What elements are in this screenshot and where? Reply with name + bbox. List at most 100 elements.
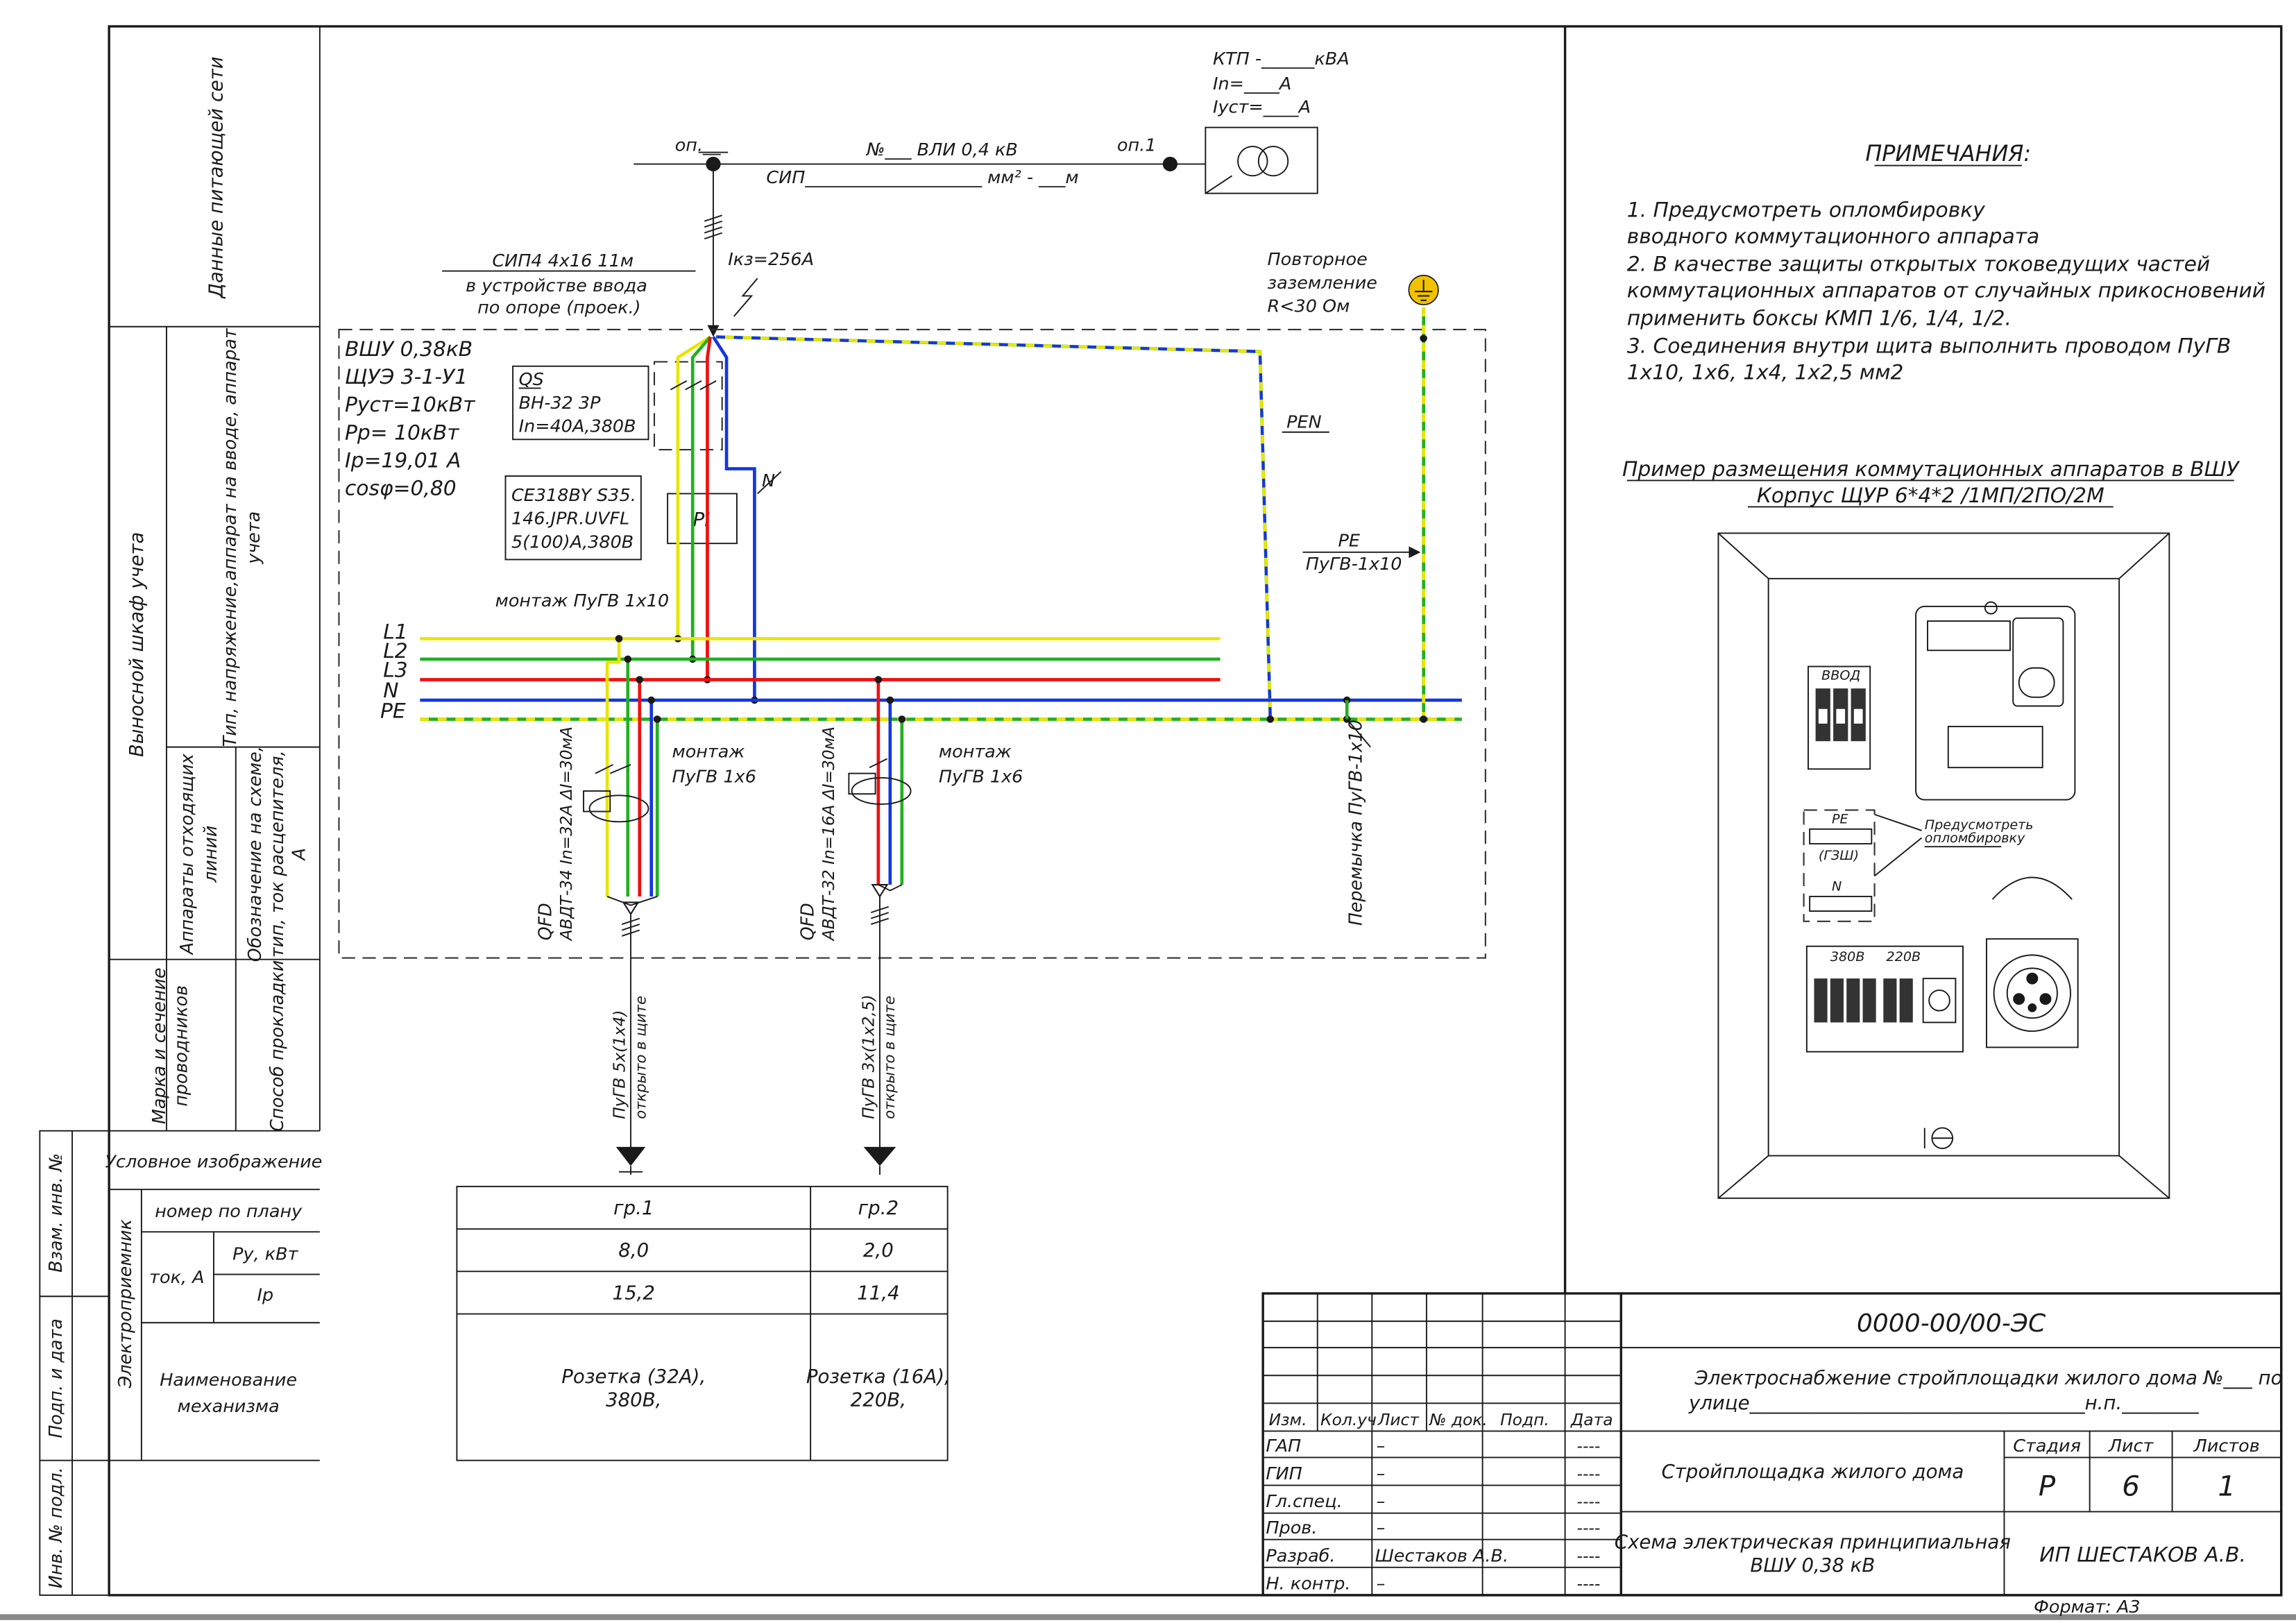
name-nkontr: – bbox=[1377, 1573, 1386, 1594]
ground-label-3: R<30 Ом bbox=[1268, 296, 1350, 316]
header-kol: Кол.уч bbox=[1320, 1411, 1377, 1429]
seal-note-1: Предусмотреть bbox=[1925, 817, 2034, 833]
stamp-sign-date: Подп. и дата bbox=[45, 1318, 66, 1438]
left-label-strip: Данные питающей сети Выносной шкаф учета… bbox=[109, 26, 321, 1132]
rcd-2-toroid bbox=[851, 776, 912, 805]
type-voltage-label-1: Тип, напряжение,аппарат на вводе, аппара… bbox=[219, 328, 240, 747]
name-razrab: Шестаков А.В. bbox=[1375, 1545, 1509, 1565]
date-razrab: ---- bbox=[1577, 1547, 1601, 1565]
remote-cabinet-label: Выносной шкаф учета bbox=[126, 532, 148, 757]
ikz-label: Iкз=256А bbox=[728, 248, 814, 269]
header-sign: Подп. bbox=[1500, 1411, 1549, 1429]
panel-enclosure bbox=[1717, 532, 2170, 1199]
ground-bolt-icon bbox=[1923, 1127, 1954, 1149]
date-gip: ---- bbox=[1577, 1465, 1601, 1484]
doc-name-1: Схема электрическая принципиальная bbox=[1615, 1531, 2011, 1553]
role-gip: ГИП bbox=[1266, 1463, 1302, 1484]
designation-label-1: Обозначение на схеме, bbox=[244, 746, 265, 962]
sheets-header: Листов bbox=[2193, 1435, 2260, 1456]
supply-data-label: Данные питающей сети bbox=[205, 56, 228, 298]
rcd-devices: 380В 220В bbox=[1805, 945, 1964, 1053]
plan-no-label: номер по плану bbox=[155, 1200, 303, 1221]
receiver-table-labels: Условное изображение номер по плану Ру, … bbox=[105, 1151, 322, 1461]
out-cable-2-line-2: открыто в щите bbox=[881, 996, 898, 1119]
current-label: ток, А bbox=[149, 1266, 204, 1287]
pen-label: PEN bbox=[1286, 411, 1322, 432]
stage-header: Стадия bbox=[2013, 1435, 2081, 1456]
group-1-ip: 15,2 bbox=[613, 1282, 655, 1305]
socket-1-symbol bbox=[615, 1146, 646, 1175]
socket-2-symbol bbox=[863, 1146, 896, 1175]
power-socket bbox=[1986, 876, 2079, 1048]
ip-label: Iр bbox=[257, 1284, 273, 1305]
spec-line-3: Руст=10кВт bbox=[345, 392, 475, 416]
meter-line-3: 5(100)А,380В bbox=[511, 532, 633, 552]
spec-line-6: cosφ=0,80 bbox=[345, 476, 457, 500]
note-line-4: коммутационных аппаратов от случайных пр… bbox=[1627, 278, 2265, 303]
name-gip: – bbox=[1377, 1463, 1386, 1484]
meter-line-2: 146.JPR.UVFL bbox=[511, 508, 629, 529]
object-name: Стройплощадка жилого дома bbox=[1661, 1461, 1964, 1483]
spec-line-1: ВШУ 0,38кВ bbox=[345, 337, 473, 361]
qs-line-3: In=40А,380В bbox=[519, 416, 636, 436]
meter-info-box bbox=[504, 475, 642, 561]
name-prov: – bbox=[1377, 1517, 1386, 1538]
ground-label-1: Повторное bbox=[1268, 248, 1368, 269]
pole-1 bbox=[1162, 156, 1177, 171]
n-label: N bbox=[762, 470, 775, 491]
stamp-inv-orig: Инв. № подл. bbox=[45, 1467, 66, 1588]
qfd-1-line-1: QFD bbox=[534, 903, 555, 940]
outgoing-label-1: Аппараты отходящих bbox=[176, 753, 197, 955]
stage-value: Р bbox=[2039, 1470, 2056, 1502]
project-line-2: улице___________________________________… bbox=[1688, 1392, 2200, 1414]
ktp-iust-label: Iуст=____А bbox=[1213, 96, 1311, 117]
meter-line-1: CE318BY S35. bbox=[511, 484, 636, 505]
group-2-mech-2: 220В, bbox=[851, 1389, 906, 1411]
format-label: Формат: А3 bbox=[2034, 1596, 2141, 1617]
panel-380-label: 380В bbox=[1830, 949, 1865, 965]
symbol-label: Условное изображение bbox=[105, 1151, 322, 1172]
group-2-py: 2,0 bbox=[863, 1239, 894, 1261]
spec-line-5: Iр=19,01 А bbox=[345, 448, 461, 472]
group-table: гр.1 гр.2 8,0 2,0 15,2 11,4 Розетка (32А… bbox=[456, 1185, 951, 1461]
receiver-label: Электроприемник bbox=[114, 1219, 135, 1389]
doc-code: 0000-00/00-ЭС bbox=[1857, 1309, 2046, 1338]
qs-box bbox=[512, 365, 649, 441]
conductor-label-1: Марка и сечение bbox=[148, 968, 169, 1124]
group-2-name: гр.2 bbox=[858, 1197, 899, 1219]
header-doc: № док. bbox=[1428, 1411, 1488, 1429]
montage-2-line-2: ПуГВ 1х6 bbox=[939, 765, 1023, 786]
note-line-7: 1х10, 1х6, 1х4, 1х2,5 мм2 bbox=[1627, 360, 1904, 384]
layout-title: Пример размещения коммутационных аппарат… bbox=[1622, 457, 2240, 481]
pole-1-label: оп.1 bbox=[1117, 135, 1157, 155]
mechanism-label-1: Наименование bbox=[160, 1369, 297, 1390]
drawing-frame bbox=[0, 25, 2296, 1620]
note-line-6: 3. Соединения внутри щита выполнить пров… bbox=[1627, 334, 2231, 358]
sip-label: СИП____________________ мм² - ___м bbox=[766, 167, 1078, 187]
meter-device bbox=[1915, 601, 2076, 801]
outgoing-label-2: линий bbox=[200, 826, 221, 883]
panel-pe-label: PE bbox=[1832, 811, 1848, 826]
role-razrab: Разраб. bbox=[1266, 1545, 1335, 1565]
doc-name-2: ВШУ 0,38 кВ bbox=[1750, 1554, 1875, 1577]
montage-1-line-2: ПуГВ 1х6 bbox=[672, 765, 756, 786]
designation-label-2: тип, ток расцепителя, bbox=[266, 750, 287, 957]
qfd-2-line-2: АВДТ-32 In=16А ΔI=30мА bbox=[819, 726, 838, 942]
montage-1-line-1: монтаж bbox=[672, 740, 745, 761]
date-glspec: ---- bbox=[1577, 1493, 1601, 1511]
date-nkontr: ---- bbox=[1577, 1575, 1601, 1594]
bus-label-l3: L3 bbox=[383, 657, 407, 681]
meter-pi bbox=[667, 493, 738, 545]
sheets-value: 1 bbox=[2218, 1470, 2236, 1502]
project-line-1: Электроснабжение стройплощадки жилого до… bbox=[1694, 1367, 2282, 1389]
qfd-1-line-2: АВДТ-34 In=32А ΔI=30мА bbox=[557, 726, 576, 942]
input-conductors: N PEN bbox=[670, 335, 1329, 720]
pole-left-label: оп.__ bbox=[675, 135, 721, 155]
supply-line: оп.__ оп.1 №___ ВЛИ 0,4 кВ СИП__________… bbox=[442, 48, 1439, 337]
bus-label-l2: L2 bbox=[383, 638, 407, 663]
spec-line-4: Рр= 10кВт bbox=[345, 420, 459, 444]
seal-note-2: опломбировку bbox=[1925, 831, 2025, 846]
type-voltage-label-2: учета bbox=[243, 511, 264, 565]
date-prov: ---- bbox=[1577, 1519, 1601, 1538]
py-label: Ру, кВт bbox=[232, 1243, 299, 1264]
